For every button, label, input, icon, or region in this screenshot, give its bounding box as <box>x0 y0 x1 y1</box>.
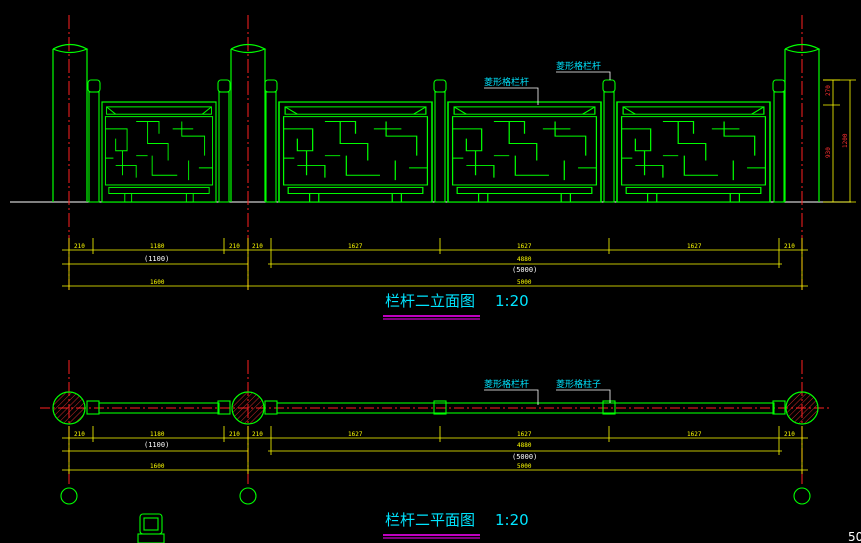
elevation-view: 菱形格栏杆 菱形格栏杆 270 930 1200 <box>10 15 856 320</box>
post-detail-symbol <box>137 513 165 543</box>
railing-panels <box>101 101 771 203</box>
plan-scale: 1:20 <box>495 511 529 529</box>
callout-plan-2: 菱形格柱子 <box>556 378 601 390</box>
post-3 <box>264 79 278 203</box>
vertical-dimensions: 270 930 1200 <box>823 79 856 203</box>
dim-elev-5000-paren: (5000) <box>512 266 537 274</box>
vdim-930: 930 <box>825 147 832 158</box>
dim-elev-4880: 4880 <box>517 256 532 263</box>
elevation-callouts: 菱形格栏杆 菱形格栏杆 <box>484 60 611 105</box>
callout-elev-2: 菱形格栏杆 <box>556 60 601 72</box>
post-4 <box>433 79 447 203</box>
callout-plan-1: 菱形格栏杆 <box>484 378 529 390</box>
elevation-scale: 1:20 <box>495 292 529 310</box>
axis-bubble-3 <box>793 487 811 505</box>
dim-plan-210-b: 210 <box>229 431 240 438</box>
plan-title: 栏杆二平面图 <box>385 511 475 529</box>
dim-plan-4880: 4880 <box>517 442 532 449</box>
plan-column-left <box>52 391 86 425</box>
dim-elev-210-d: 210 <box>784 243 795 250</box>
axis-bubble-2 <box>239 487 257 505</box>
dim-elev-1600: 1600 <box>150 279 165 286</box>
post-2 <box>217 79 231 203</box>
plan-column-middle <box>231 391 265 425</box>
plan-column-right <box>785 391 819 425</box>
railing-panel-1 <box>101 101 217 203</box>
dim-elev-210-c: 210 <box>252 243 263 250</box>
dim-elev-1180: 1180 <box>150 243 165 250</box>
railing-panel-4 <box>616 101 771 203</box>
dim-elev-210-b: 210 <box>229 243 240 250</box>
plan-callouts: 菱形格栏杆 菱形格柱子 <box>484 378 611 405</box>
post-1 <box>87 79 101 203</box>
small-posts <box>87 79 786 203</box>
dim-plan-1600: 1600 <box>150 463 165 470</box>
axis-bubbles <box>60 487 811 505</box>
dim-plan-210-d: 210 <box>784 431 795 438</box>
dim-plan-1627-a: 1627 <box>348 431 363 438</box>
plan-rail <box>86 400 786 415</box>
dim-elev-1627-c: 1627 <box>687 243 702 250</box>
dim-plan-210-c: 210 <box>252 431 263 438</box>
plan-columns <box>52 391 819 425</box>
plan-view: 菱形格栏杆 菱形格柱子 210 1180 210 210 1627 1627 1… <box>40 360 830 543</box>
dim-elev-210-a: 210 <box>74 243 85 250</box>
dim-plan-1627-c: 1627 <box>687 431 702 438</box>
dim-plan-5000-paren: (5000) <box>512 453 537 461</box>
vdim-270: 270 <box>825 85 832 96</box>
dim-elev-1100: (1100) <box>144 255 169 263</box>
callout-elev-1: 菱形格栏杆 <box>484 76 529 88</box>
dim-elev-1627-a: 1627 <box>348 243 363 250</box>
railing-panel-3 <box>447 101 602 203</box>
post-5 <box>602 79 616 203</box>
dim-plan-1100: (1100) <box>144 441 169 449</box>
corner-number: 50 <box>848 530 861 543</box>
axis-bubble-1 <box>60 487 78 505</box>
column-left <box>52 43 89 202</box>
dim-plan-5000: 5000 <box>517 463 532 470</box>
plan-dimensions: 210 1180 210 210 1627 1627 1627 210 (110… <box>62 426 808 474</box>
dim-elev-5000: 5000 <box>517 279 532 286</box>
elevation-title: 栏杆二立面图 <box>385 292 475 310</box>
column-right <box>784 43 821 202</box>
post-6 <box>772 79 786 203</box>
dim-plan-210-a: 210 <box>74 431 85 438</box>
dim-elev-1627-b: 1627 <box>517 243 532 250</box>
railing-panel-2 <box>278 101 433 203</box>
elevation-dimensions: 210 1180 210 210 1627 1627 1627 210 (110… <box>62 238 808 290</box>
column-middle <box>230 43 267 202</box>
large-columns <box>52 43 821 202</box>
dim-plan-1180: 1180 <box>150 431 165 438</box>
dim-plan-1627-b: 1627 <box>517 431 532 438</box>
vdim-1200: 1200 <box>842 133 849 148</box>
